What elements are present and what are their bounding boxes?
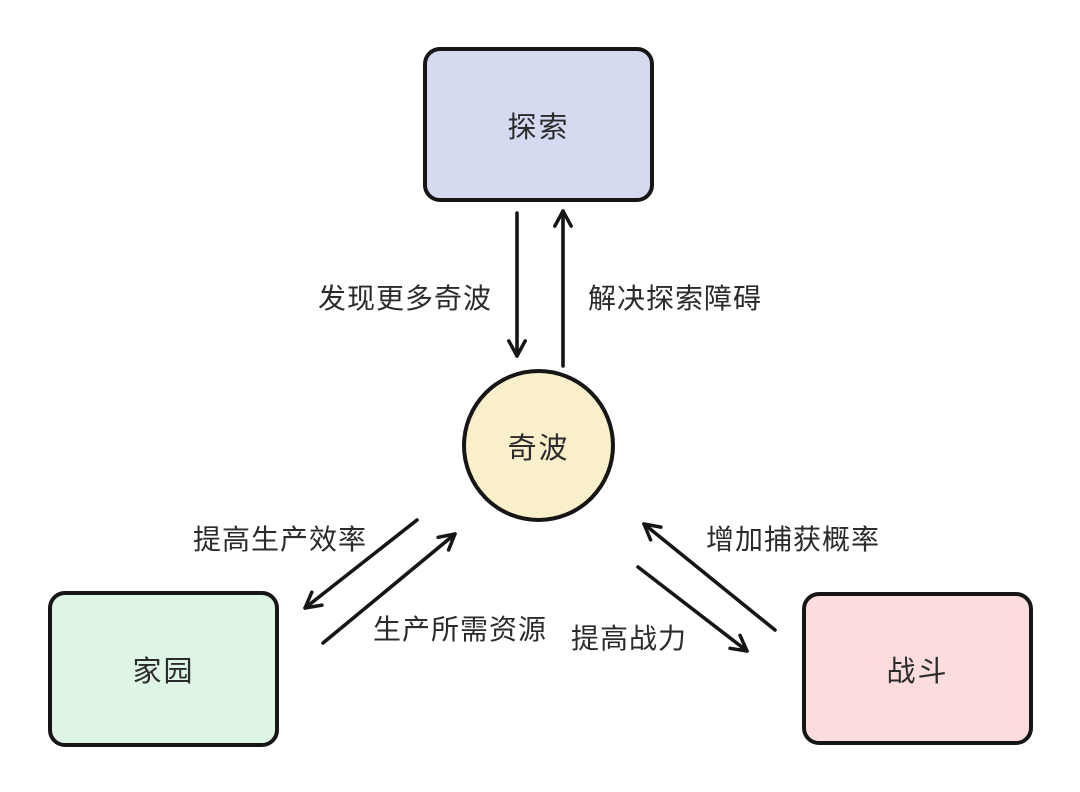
edge-label-increase-capture-probability: 增加捕获概率 (705, 523, 881, 556)
node-qibo-label: 奇波 (507, 430, 570, 465)
node-battle-label: 战斗 (886, 653, 949, 688)
node-explore: 探索 (423, 47, 654, 202)
edge-arrow-qibo-to-battle (636, 565, 749, 653)
edge-arrow-battle-to-qibo (642, 522, 777, 632)
node-home-label: 家园 (132, 654, 195, 688)
node-explore-label: 探索 (507, 109, 570, 144)
edge-arrow-home-to-qibo (321, 532, 457, 645)
edge-label-discover-more-qibo: 发现更多奇波 (317, 282, 493, 315)
edge-label-solve-exploration-obstacles: 解决探索障碍 (587, 282, 763, 315)
edge-label-improve-production-efficiency: 提高生产效率 (192, 523, 368, 556)
edge-label-improve-combat-power: 提高战力 (570, 622, 688, 655)
node-home: 家园 (48, 591, 279, 747)
node-qibo: 奇波 (462, 369, 615, 522)
edge-arrow-qibo-to-home (303, 518, 419, 610)
node-battle: 战斗 (802, 592, 1033, 745)
edge-label-produce-needed-resources: 生产所需资源 (372, 613, 548, 646)
